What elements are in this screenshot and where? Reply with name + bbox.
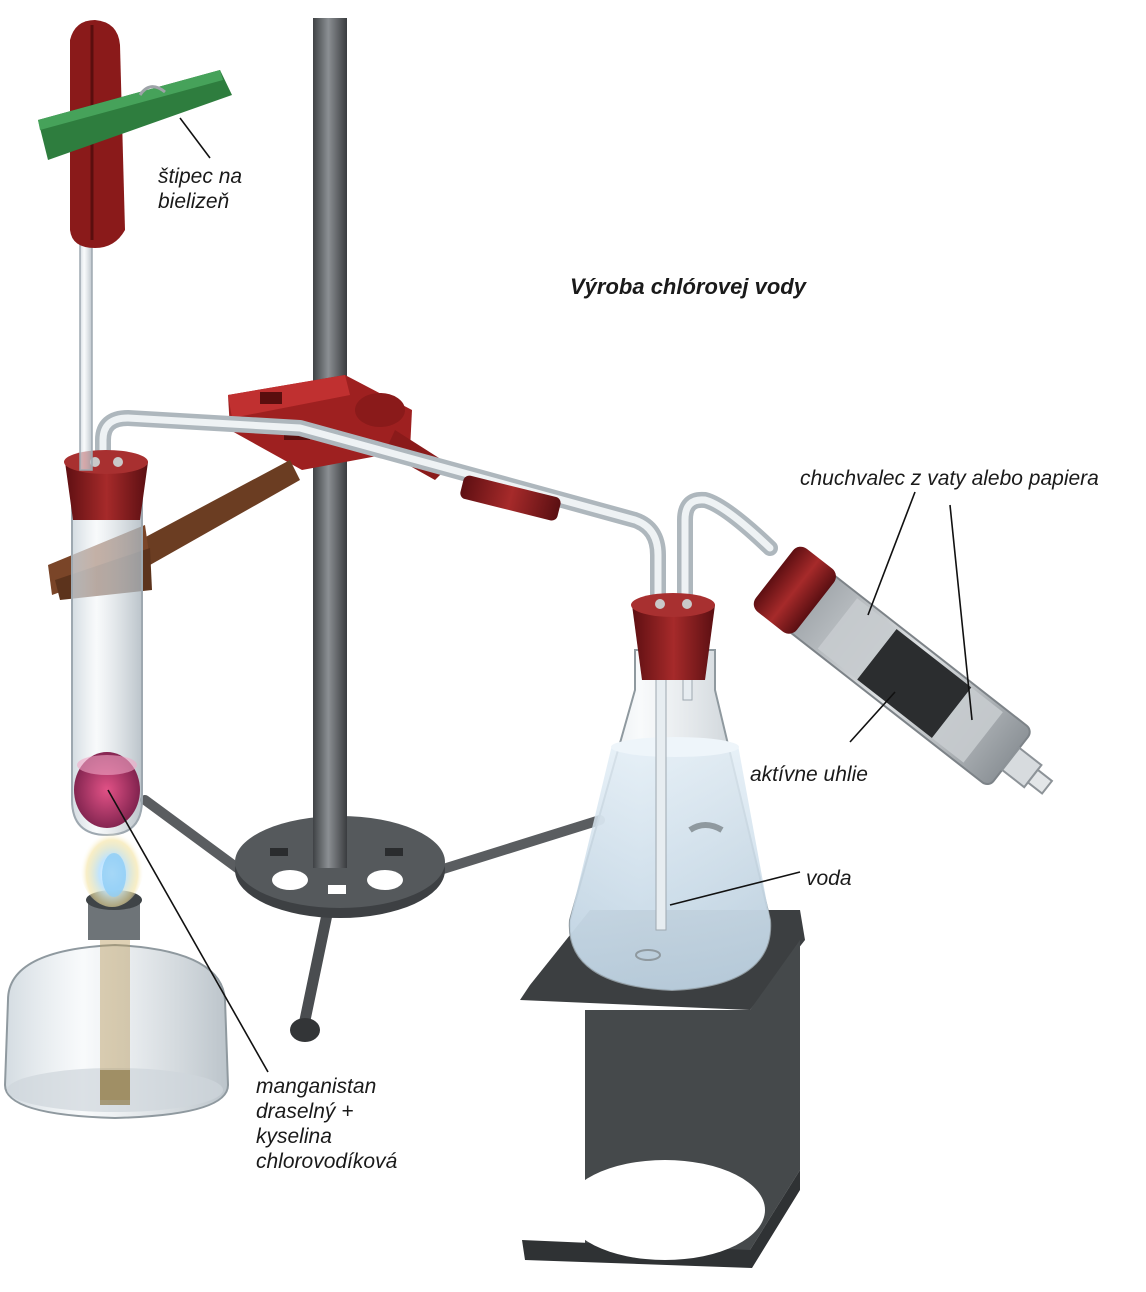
diagram-title: Výroba chlórovej vody <box>570 274 806 299</box>
leader-reagents <box>107 789 269 1073</box>
label-clothespin: štipec na bielizeň <box>158 165 243 213</box>
leader-cotton-1 <box>867 491 916 616</box>
label-activated-carbon: aktívne uhlie <box>750 763 868 786</box>
label-reagents: manganistan draselný + kyselina chlorovo… <box>256 1075 398 1173</box>
test-tube <box>71 469 143 837</box>
test-tube-stopper <box>64 450 148 520</box>
leader-carbon <box>849 691 896 743</box>
leader-cotton-2 <box>949 504 973 721</box>
leader-clothespin <box>179 117 211 159</box>
flame <box>80 823 144 907</box>
clothespin <box>38 20 232 248</box>
label-cotton-plug: chuchvalec z vaty alebo papiera <box>800 467 1099 490</box>
safety-tube <box>79 229 93 471</box>
delivery-tube <box>95 410 778 608</box>
carbon-filter-tube <box>753 546 1054 795</box>
rubber-connector <box>460 475 561 521</box>
alcohol-burner <box>3 890 230 1120</box>
erlenmeyer-flask <box>568 599 772 992</box>
leader-water <box>669 871 801 906</box>
label-water: voda <box>806 867 852 890</box>
flask-stopper <box>631 593 715 680</box>
leader-lines <box>107 117 973 1073</box>
